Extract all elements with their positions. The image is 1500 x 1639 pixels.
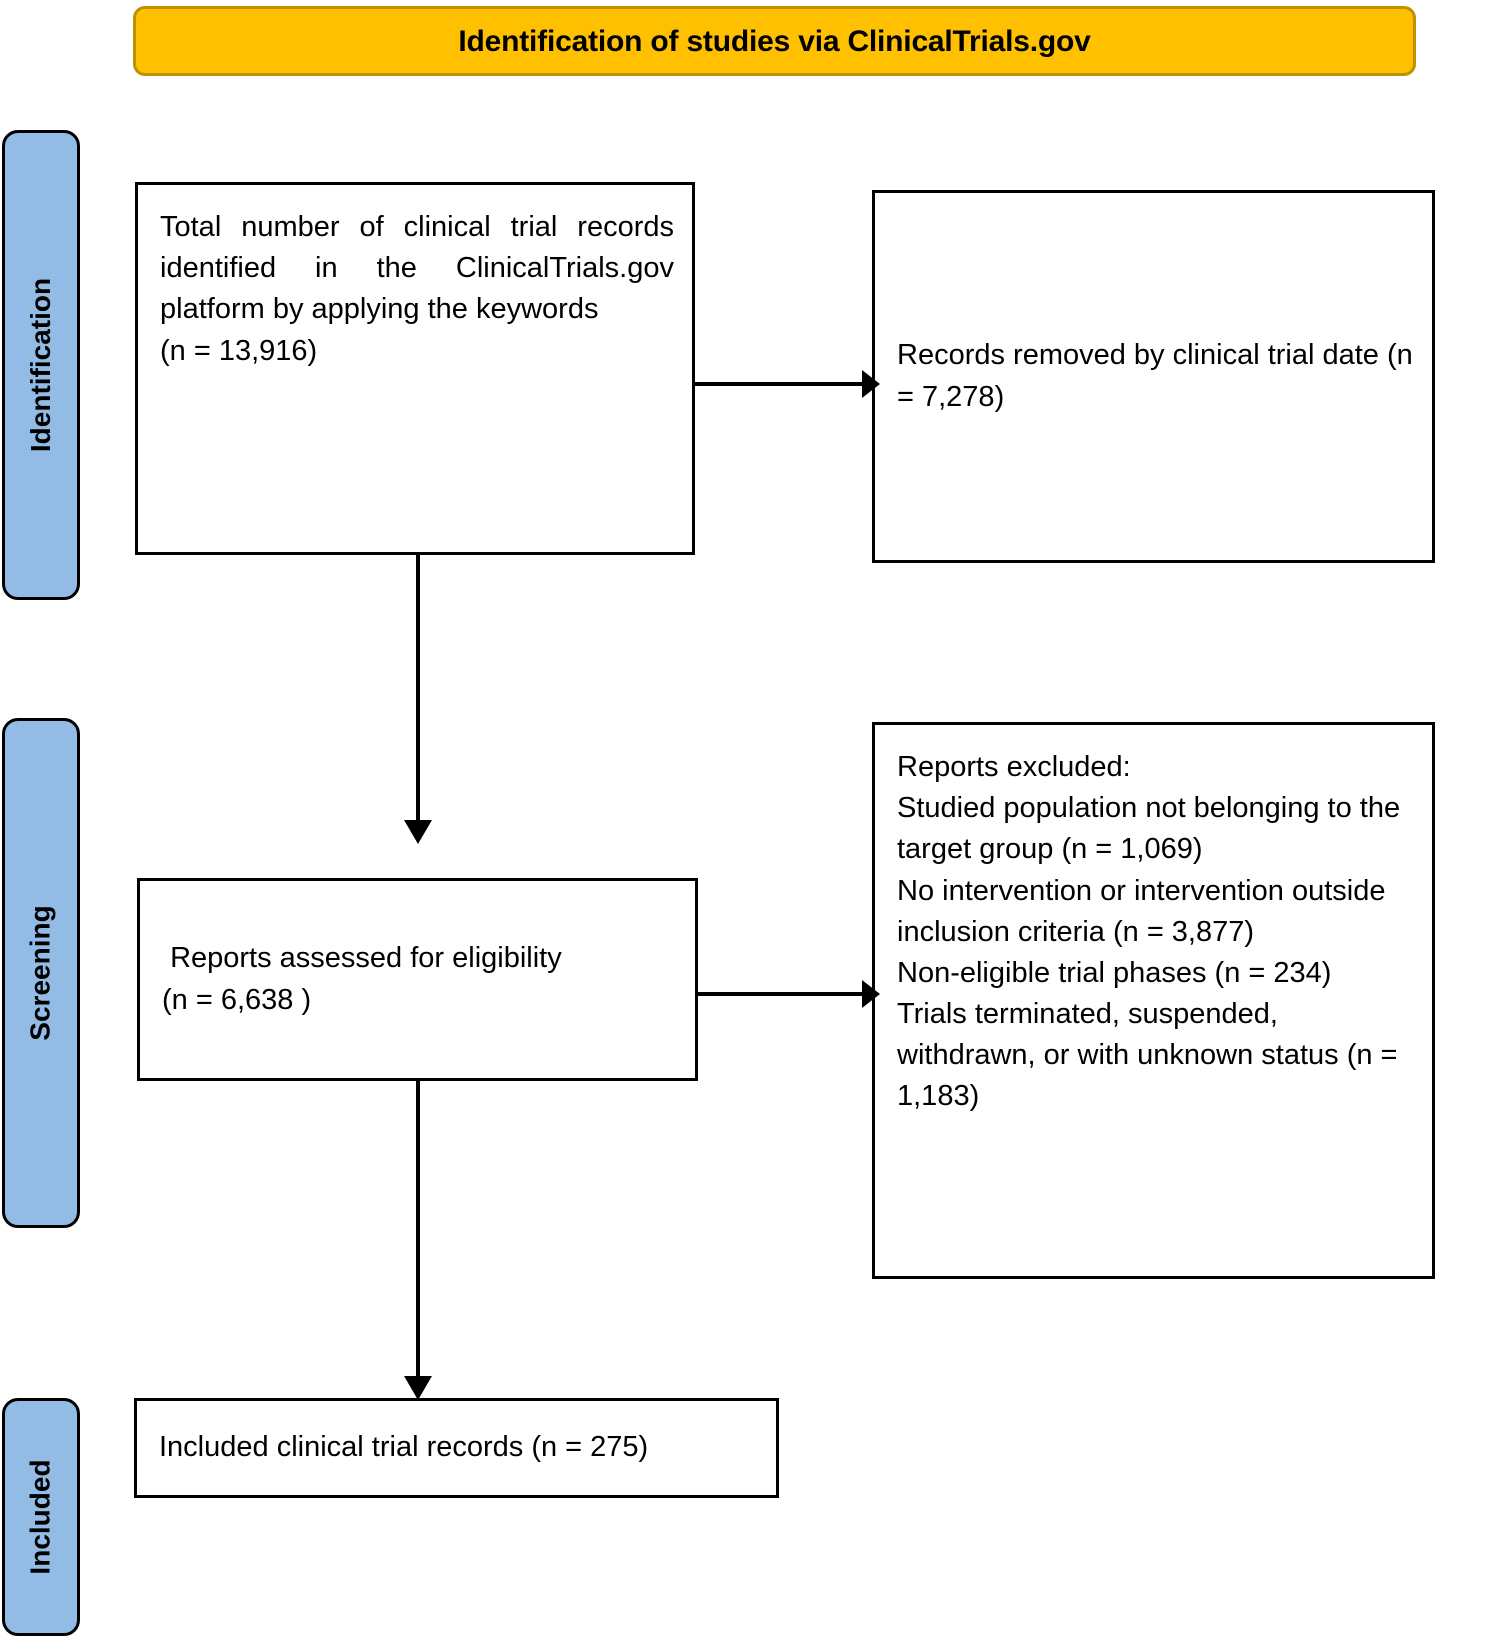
stage-bar-screening: Screening [2, 718, 80, 1228]
box-records-removed: Records removed by clinical trial date (… [872, 190, 1435, 563]
stage-label-screening: Screening [25, 905, 57, 1041]
box-records-identified-text: Total number of clinical trial records i… [160, 211, 674, 367]
stage-label-identification: Identification [25, 277, 57, 453]
header-banner: Identification of studies via ClinicalTr… [133, 6, 1416, 76]
arrow-identified-to-assessed-icon [404, 552, 432, 844]
box-records-identified: Total number of clinical trial records i… [135, 182, 695, 555]
box-included-records: Included clinical trial records (n = 275… [134, 1398, 779, 1498]
box-reports-assessed: Reports assessed for eligibility (n = 6,… [137, 878, 698, 1081]
box-records-removed-text: Records removed by clinical trial date (… [897, 339, 1421, 413]
page-title: Identification of studies via ClinicalTr… [458, 24, 1091, 58]
box-included-records-text: Included clinical trial records (n = 275… [159, 1431, 649, 1464]
box-reports-excluded: Reports excluded: Studied population not… [872, 722, 1435, 1279]
box-reports-excluded-text: Reports excluded: Studied population not… [897, 751, 1401, 1113]
arrow-identified-to-removed-icon [694, 370, 880, 398]
arrow-assessed-to-excluded-icon [696, 980, 880, 1008]
stage-bar-included: Included [2, 1398, 80, 1636]
arrow-assessed-to-included-icon [404, 1078, 432, 1400]
box-reports-assessed-text: Reports assessed for eligibility (n = 6,… [162, 942, 562, 1016]
stage-label-included: Included [25, 1459, 56, 1575]
stage-bar-identification: Identification [2, 130, 80, 600]
